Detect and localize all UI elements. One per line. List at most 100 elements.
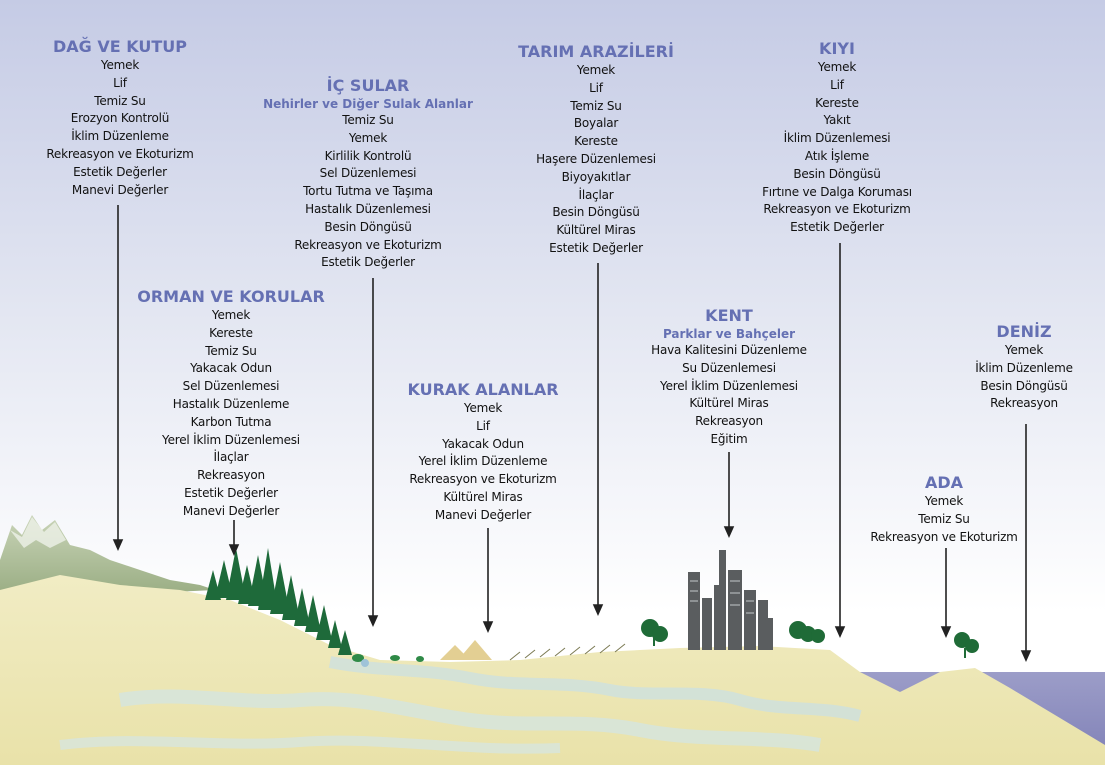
service-item: Hastalık Düzenlemesi — [305, 201, 431, 216]
service-item: Rekreasyon ve Ekoturizm — [409, 472, 557, 487]
service-item: Karbon Tutma — [190, 414, 272, 429]
service-item: Estetik Değerler — [184, 485, 278, 500]
ecosystem-title: KIYI — [819, 39, 855, 58]
ecosystem-subtitle: Nehirler ve Diğer Sulak Alanlar — [263, 97, 473, 111]
arrow-ada — [940, 548, 952, 638]
service-item: Sel Düzenlemesi — [182, 379, 280, 394]
service-item: Yakacak Odun — [442, 436, 524, 451]
service-item: Fırtıne ve Dalga Koruması — [762, 184, 912, 199]
service-item: Yemek — [924, 494, 964, 508]
service-item: Rekreasyon ve Ekoturizm — [870, 529, 1018, 544]
land — [0, 575, 1105, 765]
ecosystem-kiyi: KIYI Yemek Lif Kereste Yakıt İklim Düzen… — [762, 39, 912, 237]
wetland-pond — [361, 659, 369, 667]
service-item: Tortu Tutma ve Taşıma — [303, 184, 433, 199]
service-item: Temiz Su — [570, 98, 622, 113]
ecosystem-title: KENT — [705, 306, 753, 325]
service-item: Yemek — [1004, 343, 1044, 357]
ecosystem-ada: ADA Yemek Temiz Su Rekreasyon ve Ekoturi… — [870, 473, 1018, 546]
service-item: Kültürel Miras — [443, 489, 523, 504]
service-item: Rekreasyon ve Ekoturizm — [46, 146, 194, 161]
service-item: Yakıt — [823, 113, 851, 128]
service-item: Rekreasyon — [990, 396, 1058, 411]
arrow-kurak — [482, 528, 494, 633]
service-item: Haşere Düzenlemesi — [536, 151, 656, 166]
service-item: Yemek — [463, 401, 503, 415]
service-item: Yakacak Odun — [190, 361, 272, 376]
ecosystem-kurak-alanlar: KURAK ALANLAR Yemek Lif Yakacak Odun Yer… — [407, 380, 558, 525]
ecosystem-title: DAĞ VE KUTUP — [53, 37, 187, 56]
service-item: Atık İşleme — [804, 148, 870, 163]
service-item: Besin Döngüsü — [324, 219, 412, 234]
service-item: Temiz Su — [342, 113, 394, 127]
service-item: Rekreasyon — [197, 468, 265, 483]
service-item: Kereste — [209, 325, 253, 340]
ecosystem-title: ADA — [924, 473, 964, 492]
service-item: Erozyon Kontrolü — [70, 111, 170, 126]
service-item: Yerel İklim Düzenleme — [418, 454, 548, 469]
service-item: Lif — [113, 75, 127, 90]
service-item: Yemek — [817, 60, 857, 74]
dunes — [440, 640, 492, 660]
service-item: Yemek — [100, 58, 140, 72]
island-trees — [954, 632, 979, 658]
service-item: Manevi Değerler — [71, 182, 169, 197]
ecosystem-title: DENİZ — [996, 322, 1052, 341]
ecosystem-title: İÇ SULAR — [326, 76, 410, 95]
ecosystem-subtitle: Parklar ve Bahçeler — [662, 327, 796, 341]
arrow-tarim — [592, 263, 604, 616]
farm-trees — [641, 619, 668, 646]
arrow-dag — [112, 205, 124, 551]
arrow-kent — [723, 452, 735, 538]
ecosystem-ic-sular: İÇ SULAR Nehirler ve Diğer Sulak Alanlar… — [263, 76, 473, 272]
service-item: Manevi Değerler — [434, 507, 532, 522]
service-item: Estetik Değerler — [549, 240, 643, 255]
service-item: Kereste — [815, 95, 859, 110]
service-item: Lif — [476, 418, 490, 433]
river-branch-lower — [59, 735, 561, 754]
arrow-orman — [228, 520, 240, 556]
arrow-deniz — [1020, 424, 1032, 662]
service-item: Lif — [830, 77, 844, 92]
service-item: Yerel İklim Düzenlemesi — [660, 378, 798, 393]
forest-shrubs — [352, 654, 424, 662]
service-item: Hava Kalitesini Düzenleme — [651, 343, 807, 357]
service-item: Temiz Su — [918, 511, 970, 526]
service-item: Manevi Değerler — [182, 503, 280, 518]
service-item: Yemek — [576, 63, 616, 77]
service-item: Rekreasyon — [695, 414, 763, 429]
service-item: Temiz Su — [94, 93, 146, 108]
arrow-kiyi — [834, 243, 846, 638]
ecosystem-title: ORMAN VE KORULAR — [137, 287, 325, 306]
ecosystem-title: TARIM ARAZİLERİ — [518, 42, 674, 61]
service-item: Besin Döngüsü — [552, 205, 640, 220]
ecosystem-dag-ve-kutup: DAĞ VE KUTUP Yemek Lif Temiz Su Erozyon … — [46, 37, 194, 199]
mountain-snow — [10, 517, 66, 548]
service-item: Sel Düzenlemesi — [319, 166, 417, 181]
arrow-ic-sular — [367, 278, 379, 627]
service-item: Su Düzenlemesi — [682, 360, 776, 375]
ecosystem-tarim-arazileri: TARIM ARAZİLERİ Yemek Lif Temiz Su Boyal… — [518, 42, 674, 258]
service-item: Estetik Değerler — [321, 255, 415, 270]
river — [328, 656, 862, 722]
farmland — [509, 643, 626, 661]
service-item: Rekreasyon ve Ekoturizm — [763, 202, 911, 217]
service-item: Besin Döngüsü — [793, 166, 881, 181]
service-item: Kültürel Miras — [556, 223, 636, 238]
service-item: Kirlilik Kontrolü — [324, 148, 412, 163]
park-trees — [789, 621, 825, 643]
pointer-arrows — [112, 205, 1032, 662]
service-item: Estetik Değerler — [790, 220, 884, 235]
river-branch — [118, 689, 822, 752]
ecosystem-title: KURAK ALANLAR — [407, 380, 559, 399]
service-item: Lif — [589, 80, 603, 95]
service-item: Hastalık Düzenleme — [172, 396, 290, 411]
service-item: Besin Döngüsü — [980, 378, 1068, 393]
service-item: Yemek — [348, 130, 388, 145]
ecosystem-deniz: DENİZ Yemek İklim Düzenleme Besin Döngüs… — [975, 322, 1073, 413]
service-item: Yemek — [211, 308, 251, 322]
ecosystem-kent: KENT Parklar ve Bahçeler Hava Kalitesini… — [651, 306, 807, 449]
service-item: İlaçlar — [578, 187, 614, 202]
service-item: Eğitim — [710, 431, 748, 446]
